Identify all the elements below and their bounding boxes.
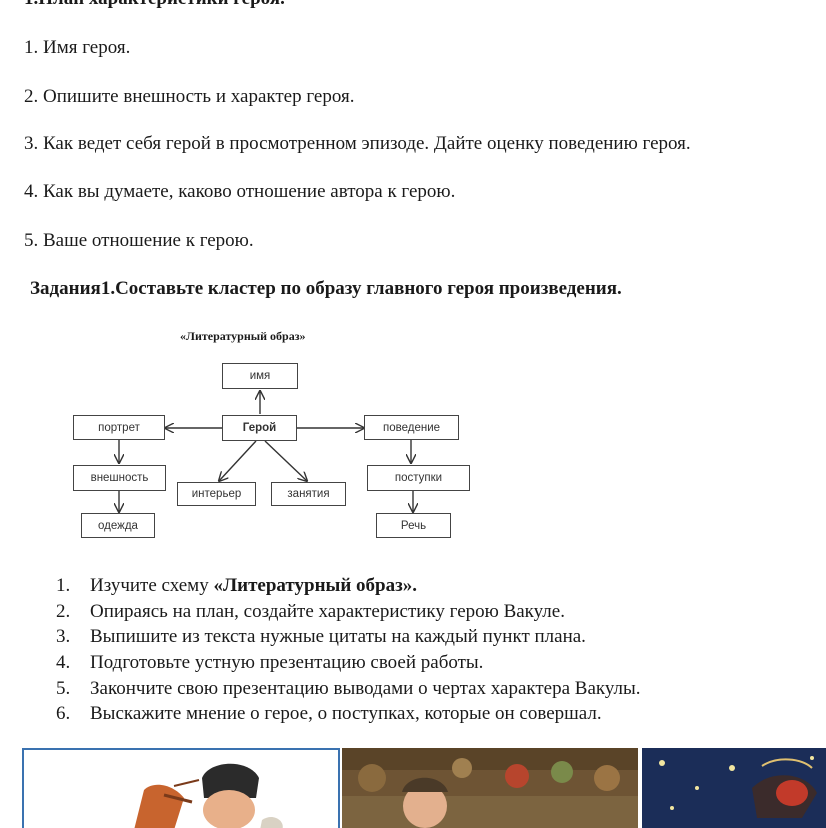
task-text: Опираясь на план, создайте характеристик… [90,601,565,622]
plan-item-2: 2. Опишите внешность и характер героя. [24,86,355,107]
task-text: Подготовьте устную презентацию своей раб… [90,652,484,673]
illustrations-strip [0,748,826,828]
illustration-vakula-1 [22,748,340,828]
node-clothing: одежда [81,513,155,538]
task-item-6: 6. Выскажите мнение о герое, о поступках,… [56,703,602,725]
task-item-5: 5. Закончите свою презентацию выводами о … [56,678,641,700]
plan-item-4: 4. Как вы думаете, каково отношение авто… [24,181,456,202]
task-item-3: 3. Выпишите из текста нужные цитаты на ка… [56,626,586,648]
node-hero: Герой [222,415,297,441]
task-item-4: 4. Подготовьте устную презентацию своей р… [56,652,483,674]
plan-item-5: 5. Ваше отношение к герою. [24,230,254,251]
task-item-1: 1. Изучите схему «Литературный образ». [56,575,417,597]
arrow-hero-occupation [264,440,307,481]
task-number: 6. [56,703,71,724]
task-text: Изучите схему [90,575,214,596]
illustration-vakula-2 [342,748,638,828]
node-interior: интерьер [177,482,256,506]
scheme-arrows [0,0,826,560]
node-actions: поступки [367,465,470,491]
node-name: имя [222,363,298,389]
task-number: 1. [56,575,71,596]
task-number: 5. [56,678,71,699]
task-number: 4. [56,652,71,673]
task-text: Выскажите мнение о герое, о поступках, к… [90,703,602,724]
scheme-title: «Литературный образ» [180,329,306,343]
task-item-2: 2. Опираясь на план, создайте характерист… [56,601,565,623]
plan-item-1: 1. Имя героя. [24,37,131,58]
node-occupation: занятия [271,482,346,506]
task-number: 2. [56,601,71,622]
task-number: 3. [56,626,71,647]
node-portrait: портрет [73,415,165,440]
node-appearance: внешность [73,465,166,491]
plan-title: 1.План характеристики героя. [24,0,285,10]
task-text-bold: «Литературный образ». [213,575,417,596]
task-text: Выпишите из текста нужные цитаты на кажд… [90,626,586,647]
task-text: Закончите свою презентацию выводами о че… [90,678,641,699]
node-behavior: поведение [364,415,459,440]
node-speech: Речь [376,513,451,538]
task-heading: Задания1.Составьте кластер по образу гла… [30,278,622,299]
illustration-vakula-3 [642,748,826,828]
arrow-hero-interior [219,440,257,481]
plan-item-3: 3. Как ведет себя герой в просмотренном … [24,133,691,154]
